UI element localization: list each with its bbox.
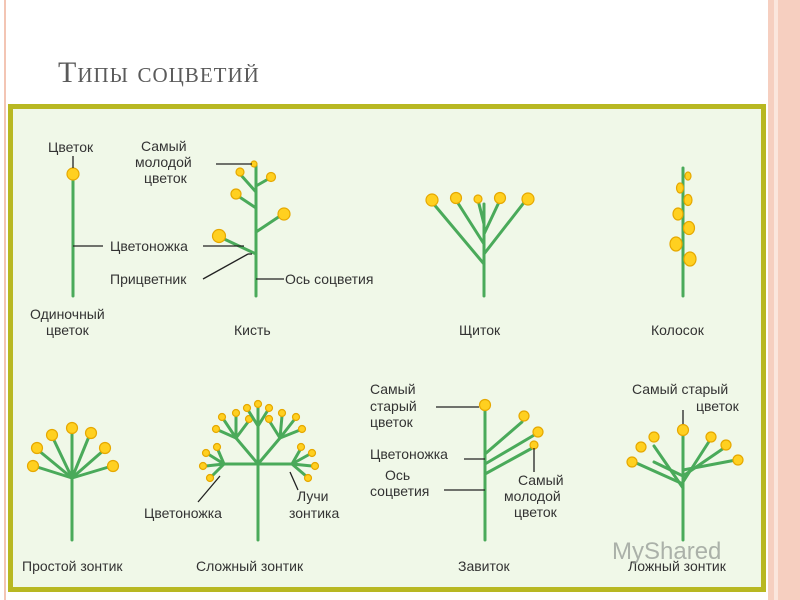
spike-caption: Колосок [651, 322, 705, 338]
corymb-caption: Щиток [459, 322, 501, 338]
watermark: MyShared [612, 538, 722, 565]
compound-rays-label-1: Лучи [297, 488, 328, 504]
compound-umbel-caption: Сложный зонтик [196, 558, 304, 574]
raceme-figure [202, 160, 291, 298]
left-border-line [4, 0, 6, 600]
cincinnus-old-3: цветок [370, 414, 414, 430]
false-umbel-old-1: Самый старый [632, 381, 728, 397]
cincinnus-figure [436, 398, 544, 542]
single-flower-figure [66, 156, 103, 298]
cincinnus-pedicel-label: Цветоножка [370, 446, 448, 462]
single-caption-1: Одиночный [30, 306, 105, 322]
corymb-figure [425, 191, 535, 298]
simple-umbel-caption: Простой зонтик [22, 558, 123, 574]
simple-umbel-figure [26, 421, 120, 542]
cincinnus-caption: Завиток [458, 558, 511, 574]
spike-figure [669, 166, 697, 298]
cincinnus-old-2: старый [370, 398, 417, 414]
raceme-young-2: молодой [135, 154, 192, 170]
diagram-panel [8, 104, 766, 592]
right-decor-strip [768, 0, 800, 600]
single-caption-2: цветок [46, 322, 90, 338]
cincinnus-young-3: цветок [514, 504, 558, 520]
compound-rays-label-2: зонтика [289, 505, 339, 521]
raceme-caption: Кисть [234, 322, 271, 338]
raceme-young-3: цветок [144, 170, 188, 186]
single-flower-label: Цветок [48, 139, 94, 155]
cincinnus-axis-1: Ось [385, 467, 410, 483]
raceme-axis-label: Ось соцветия [285, 271, 373, 287]
cincinnus-young-1: Самый [518, 472, 564, 488]
compound-umbel-figure [197, 399, 320, 542]
raceme-bract-label: Прицветник [110, 271, 187, 287]
false-umbel-figure [626, 410, 744, 542]
raceme-young-1: Самый [141, 138, 187, 154]
cincinnus-axis-2: соцветия [370, 483, 429, 499]
inflorescence-diagram: Цветок Одиночный цветок Самый молодой цв… [22, 138, 744, 574]
raceme-pedicel-label: Цветоножка [110, 238, 188, 254]
compound-pedicel-label: Цветоножка [144, 505, 222, 521]
cincinnus-old-1: Самый [370, 381, 416, 397]
false-umbel-old-2: цветок [696, 398, 740, 414]
page-title: Типы соцветий [58, 56, 260, 89]
false-umbel-caption: Ложный зонтик [628, 558, 727, 574]
cincinnus-young-2: молодой [504, 488, 561, 504]
